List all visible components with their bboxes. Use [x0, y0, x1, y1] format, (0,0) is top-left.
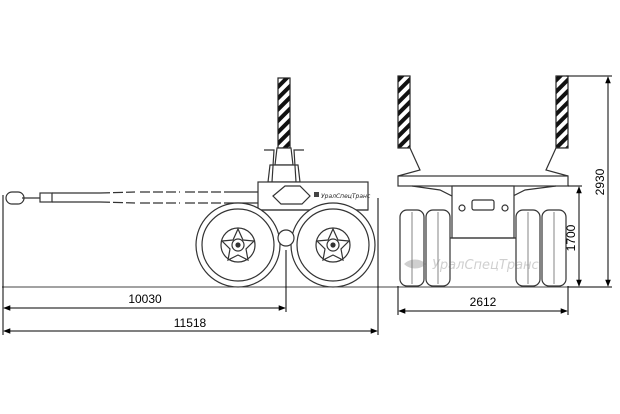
dim-platform-label: 1700 — [564, 224, 578, 251]
dimension-lines — [2, 75, 612, 335]
wheel-rear — [290, 202, 376, 288]
logo-side-text: УралСпецТранс — [321, 193, 371, 200]
rear-frame — [451, 185, 515, 239]
logo-watermark: УралСпецТранс — [404, 258, 539, 273]
side-view: УралСпецТранс — [5, 77, 376, 288]
stanchion-left — [397, 75, 411, 149]
logo-side: УралСпецТранс — [314, 192, 371, 200]
bunk-beam — [397, 175, 569, 187]
stanchion-right — [555, 75, 569, 149]
dim-track-label: 2612 — [470, 295, 497, 309]
dim-overall-length-label: 11518 — [174, 316, 207, 330]
logo-watermark-text: УралСпецТранс — [432, 258, 539, 273]
balancer-hub — [277, 229, 295, 247]
wheel-front — [195, 202, 281, 288]
rear-view — [397, 75, 569, 287]
logo-icon — [404, 259, 426, 269]
dim-wheelbase-label: 10030 — [128, 292, 162, 306]
drawbar — [39, 191, 262, 204]
stanchion-side — [264, 77, 304, 183]
dim-height-label: 2930 — [593, 168, 607, 195]
tyres-rear — [399, 209, 567, 287]
